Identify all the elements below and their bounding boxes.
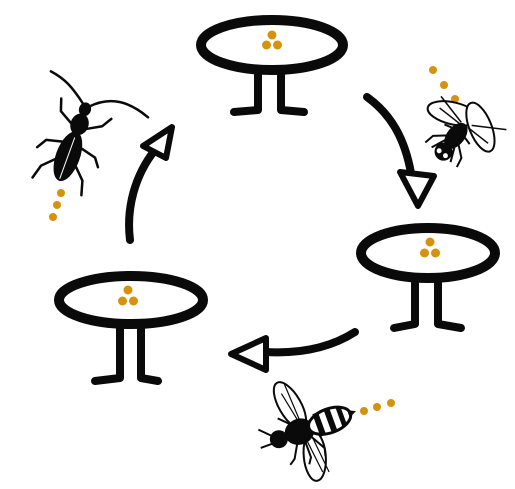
bee-icon	[241, 359, 395, 489]
pollen-trail	[49, 189, 65, 221]
fly-icon	[403, 66, 515, 185]
arrow-top-to-right	[367, 97, 434, 206]
station-left	[59, 276, 203, 381]
station-right	[361, 228, 495, 328]
arrow-left-to-top	[129, 127, 172, 240]
pollen-cluster	[262, 31, 282, 50]
pollen-cluster	[118, 286, 138, 306]
pollen-trail	[360, 399, 395, 415]
pollen-trail	[429, 66, 459, 103]
station-top	[201, 20, 343, 112]
pollen-cluster	[420, 238, 440, 258]
arrow-right-to-left	[231, 332, 355, 370]
